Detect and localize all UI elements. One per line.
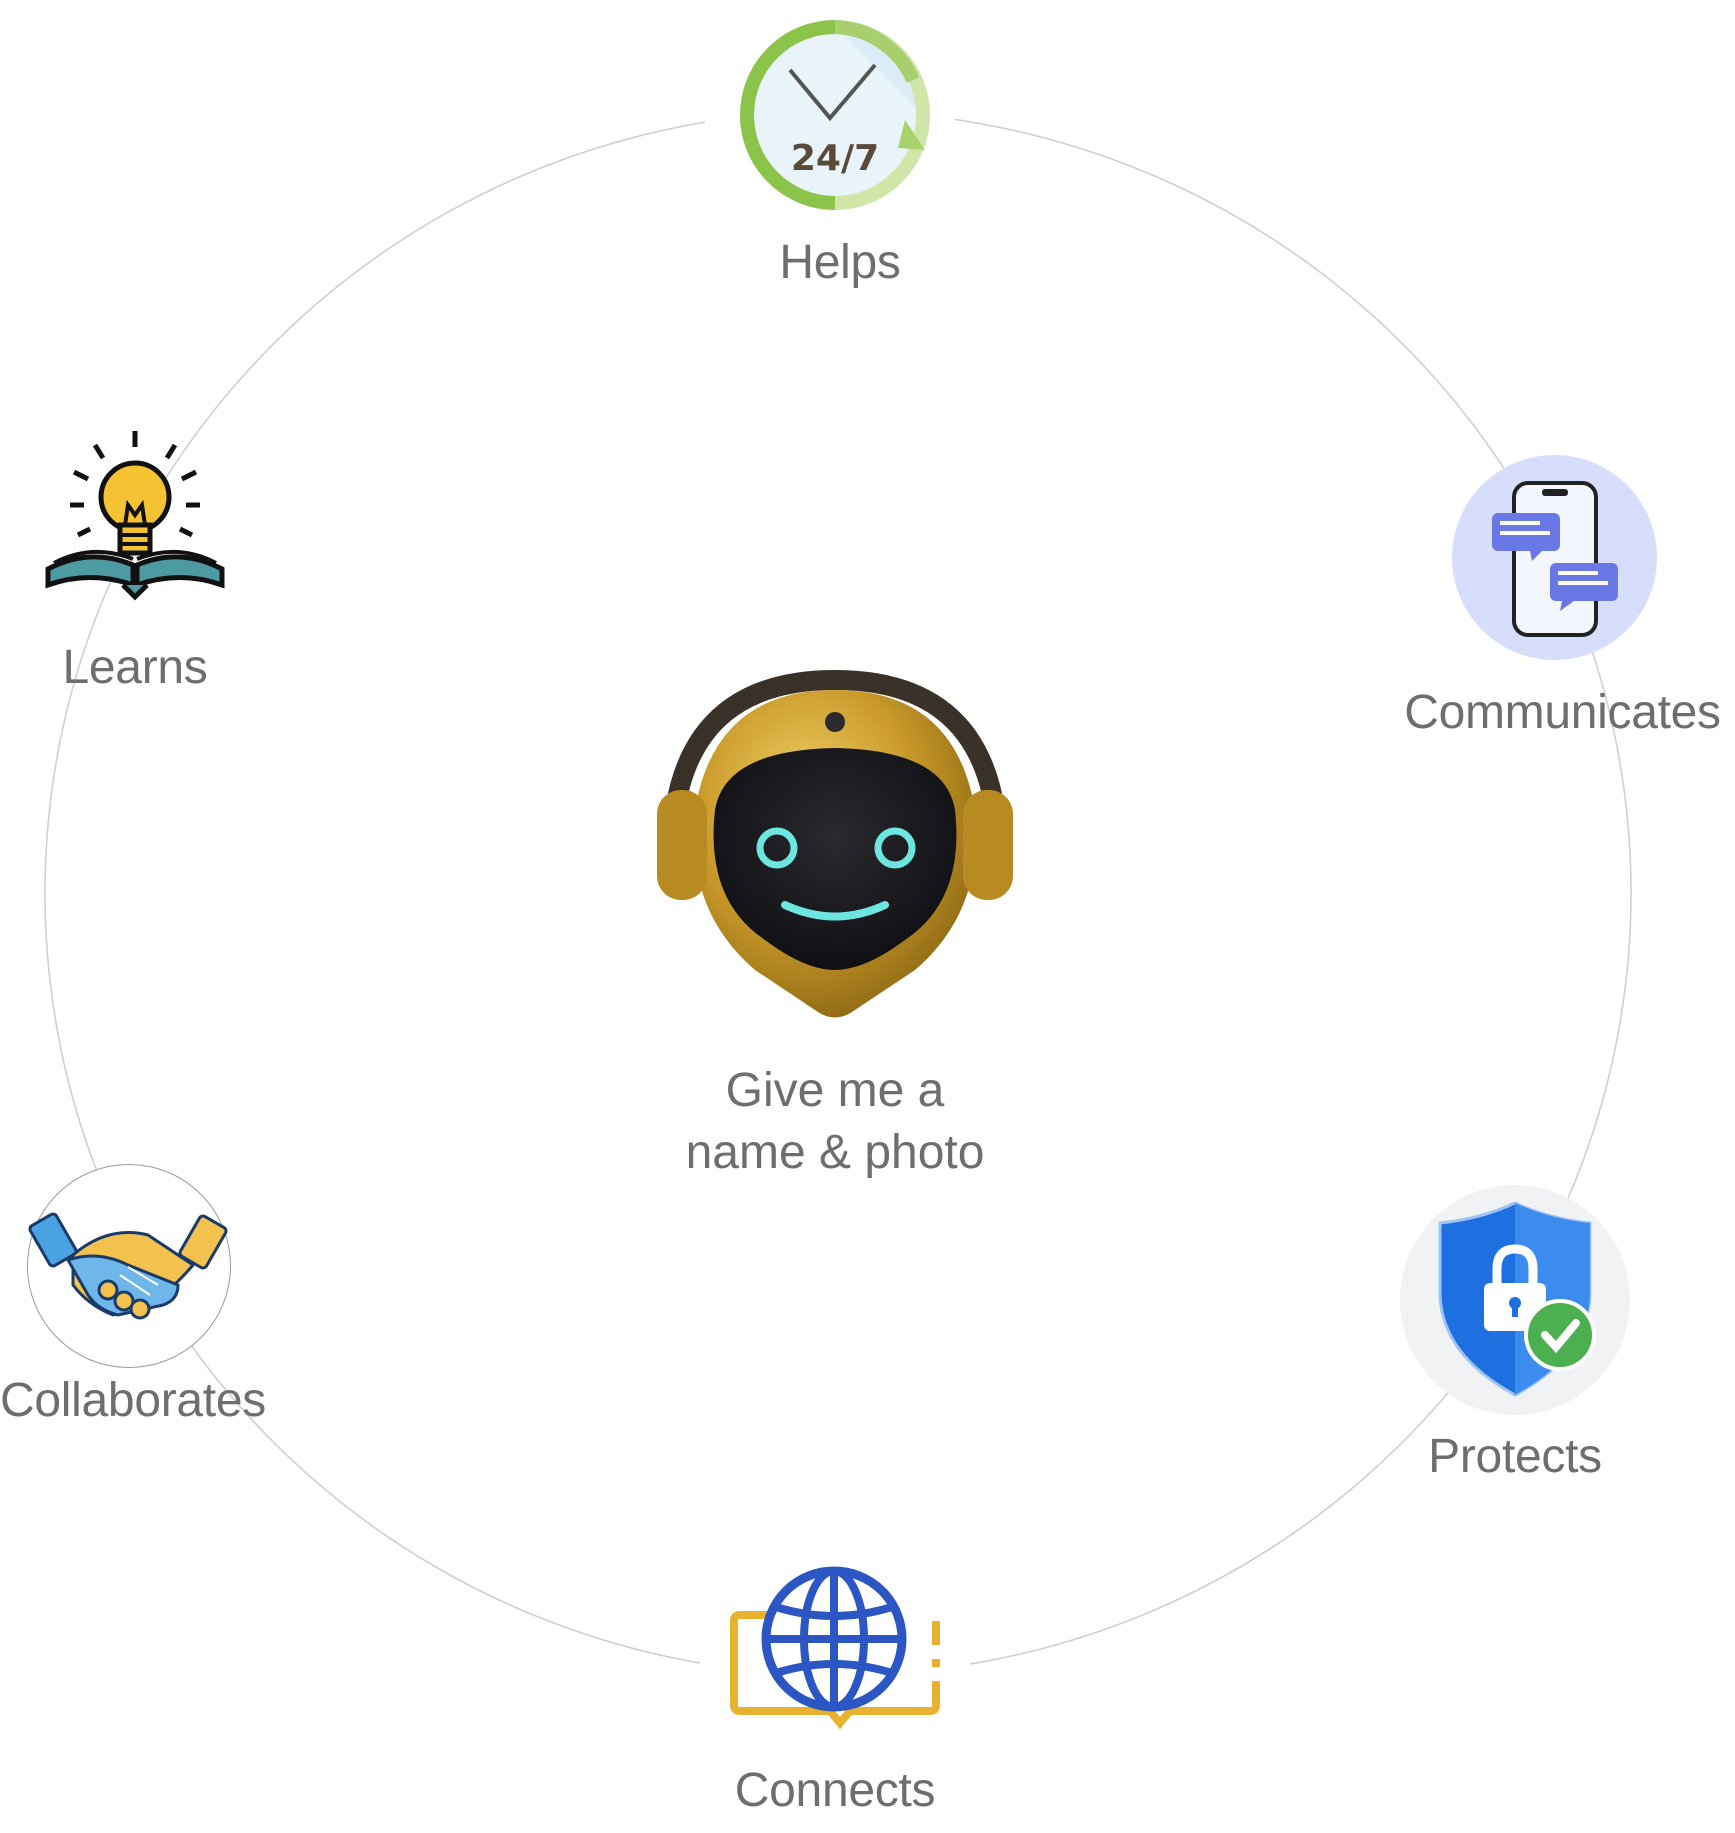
node-communicates[interactable]: Communicates (1390, 455, 1735, 755)
robot-avatar-icon[interactable] (635, 660, 1035, 1040)
center-robot[interactable]: Give me a name & photo (600, 660, 1070, 1200)
node-learns[interactable]: Learns (30, 425, 240, 705)
handshake-icon (28, 1212, 228, 1320)
label-helps: Helps (779, 236, 901, 289)
center-label-line2: name & photo (685, 1126, 985, 1179)
node-collaborates[interactable]: Collaborates (0, 1155, 270, 1445)
label-protects: Protects (1428, 1430, 1602, 1483)
phone-chat-icon (1492, 481, 1618, 637)
label-connects: Connects (734, 1764, 936, 1817)
node-connects[interactable]: Connects (700, 1555, 970, 1833)
clock-text: 24/7 (791, 138, 879, 179)
label-collaborates: Collaborates (0, 1374, 266, 1427)
node-protects[interactable]: Protects (1380, 1185, 1650, 1505)
lightbulb-book-icon (45, 431, 225, 601)
center-label-line1: Give me a (725, 1064, 945, 1117)
label-learns: Learns (62, 641, 208, 694)
node-helps[interactable]: 24/7 Helps (720, 10, 960, 300)
globe-chat-icon (730, 1566, 940, 1730)
clock-24-7-icon: 24/7 (740, 20, 930, 210)
shield-lock-check-icon (1438, 1201, 1596, 1397)
label-communicates: Communicates (1404, 686, 1721, 739)
